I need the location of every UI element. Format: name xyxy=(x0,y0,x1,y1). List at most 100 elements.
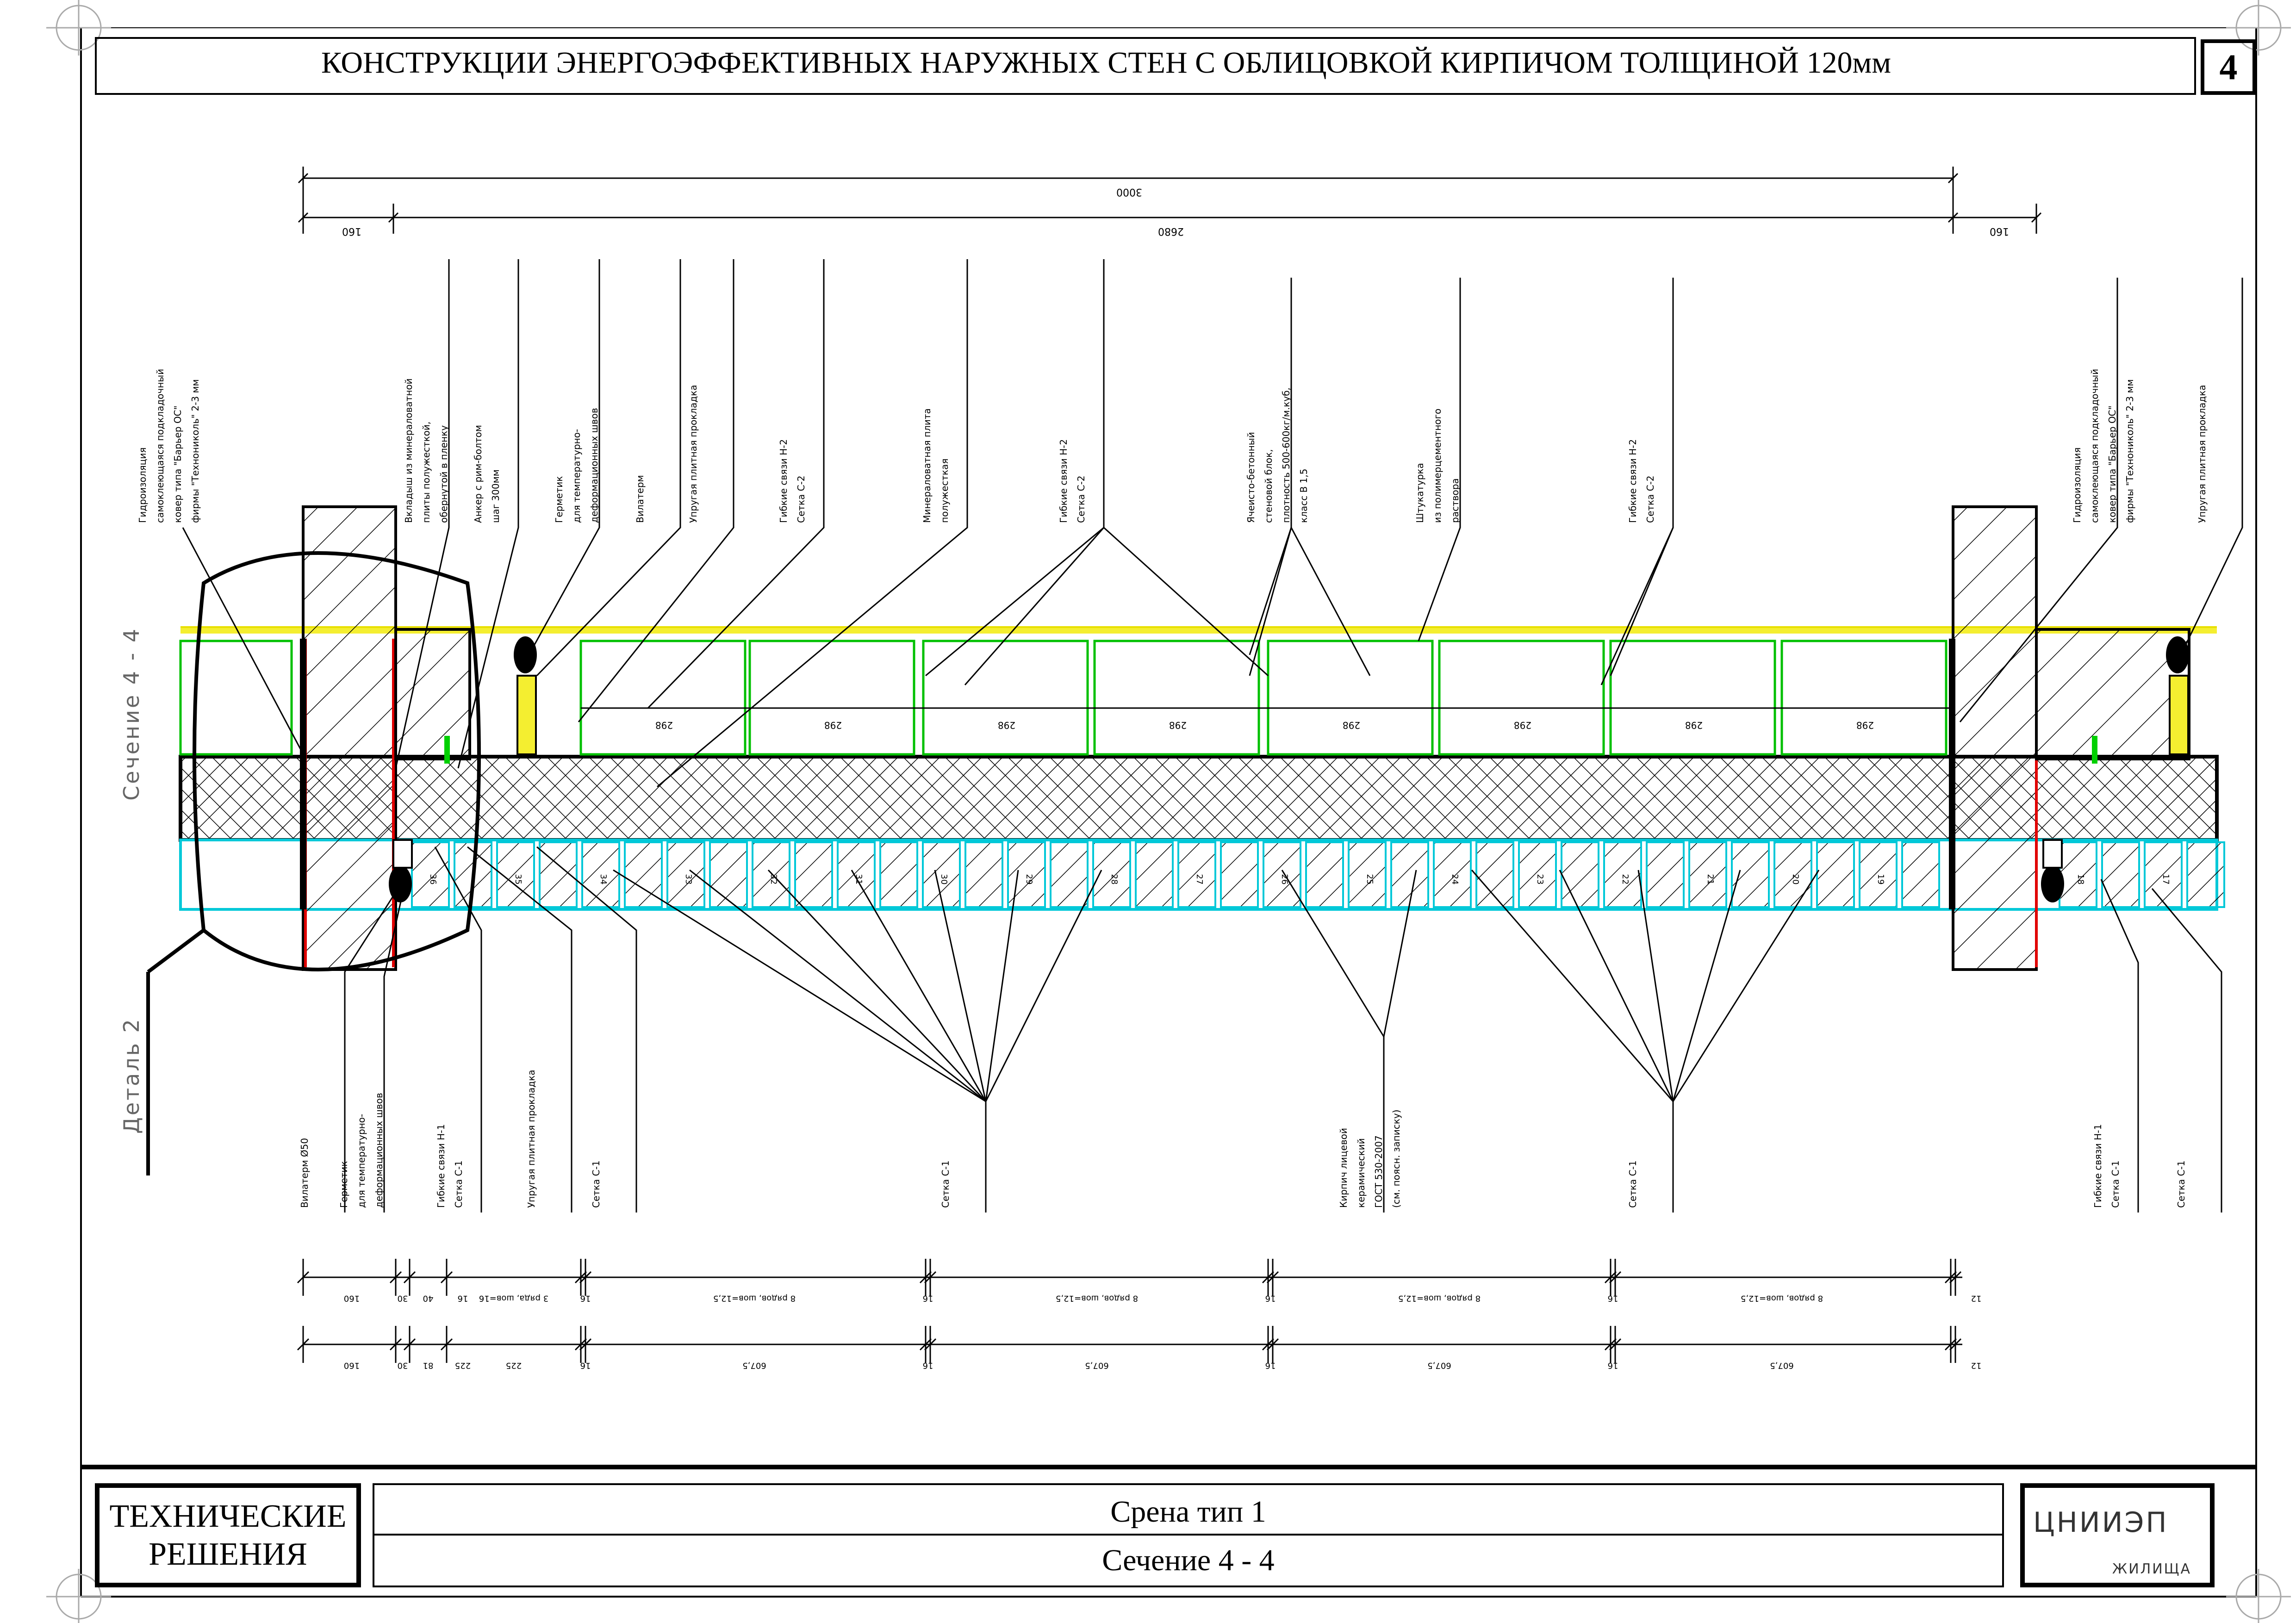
callout-text: Минераловатная плита xyxy=(921,408,933,523)
dim-left: 160 xyxy=(342,225,361,237)
brick-number: 17 xyxy=(2161,874,2171,885)
brick xyxy=(411,841,450,908)
leader-lines xyxy=(182,259,2243,1213)
leader-bottom xyxy=(383,893,404,1213)
organization-subtitle: ЖИЛИЩА xyxy=(2112,1561,2191,1577)
callout-text: самоклеющаяся подкладочный xyxy=(2089,369,2100,523)
dim-label: 30 xyxy=(398,1293,408,1303)
leader-bottom xyxy=(344,888,399,1213)
dim-slash xyxy=(574,1338,587,1351)
aerated-block xyxy=(922,640,1089,756)
brick-number: 19 xyxy=(1876,874,1885,885)
dim-slash xyxy=(297,1338,310,1351)
callout-text: Сетка С-1 xyxy=(940,1160,951,1208)
callout-text: Сетка С-2 xyxy=(1645,475,1656,523)
callout-text: класс В 1,5 xyxy=(1298,469,1309,523)
dim-label: 160 xyxy=(344,1361,360,1370)
leader-fan xyxy=(1290,527,1371,676)
dim-slash xyxy=(297,1271,310,1284)
stamp-category-line1: ТЕХНИЧЕСКИЕ xyxy=(109,1498,347,1534)
dim-slash xyxy=(1609,1338,1622,1351)
callout-text: Упругая плитная прокладка xyxy=(526,1070,537,1208)
dim-slash xyxy=(1949,1271,1962,1284)
dim-slash xyxy=(440,1271,453,1284)
title-bar xyxy=(95,37,2196,95)
brick-number: 25 xyxy=(1365,874,1375,885)
block-dim-label: 298 xyxy=(1343,720,1360,731)
dim-slash xyxy=(1266,1338,1279,1351)
leader-fan xyxy=(925,527,1104,677)
dim-label: 607,5 xyxy=(1770,1361,1794,1370)
leader-bottom xyxy=(536,846,637,1213)
callout-text: Вкладыш из минераловатной xyxy=(403,378,414,523)
brick xyxy=(837,841,876,908)
leader-fan xyxy=(934,870,987,1102)
brick xyxy=(794,841,833,908)
leader-fan xyxy=(851,870,987,1102)
dim-label: 16 xyxy=(580,1361,591,1370)
brick-number: 34 xyxy=(598,874,608,885)
top-dimension-text: 3000 2680 160 160 xyxy=(342,186,2009,237)
callout-text: Упругая плитная прокладка xyxy=(688,385,699,523)
dim-label: 3 ряда, шов=16 xyxy=(479,1293,548,1303)
page-title: КОНСТРУКЦИИ ЭНЕРГОЭФФЕКТИВНЫХ НАРУЖНЫХ С… xyxy=(321,46,1891,80)
brick-number: 23 xyxy=(1535,874,1545,885)
leader-top xyxy=(395,259,450,769)
leader-fan xyxy=(1610,527,1674,676)
brick xyxy=(1688,841,1727,908)
dim-slash xyxy=(919,1338,932,1351)
callout-text: Сетка С-2 xyxy=(1076,475,1087,523)
callout-text: Сетка С-2 xyxy=(796,475,807,523)
brick-number: 33 xyxy=(684,874,693,885)
leader-fan xyxy=(1281,870,1385,1037)
callout-text: плиты полужесткой, xyxy=(421,422,432,523)
dim-slash xyxy=(579,1271,592,1284)
callout-text: Вилатерм Ø50 xyxy=(299,1138,310,1208)
brick xyxy=(879,841,918,908)
dim-label: 81 xyxy=(423,1361,434,1370)
brick xyxy=(752,841,790,908)
organization-name: ЦНИИЭП xyxy=(2033,1506,2169,1539)
stamp-description: Срена тип 1 Сечение 4 - 4 xyxy=(373,1483,2004,1587)
leader-fan xyxy=(1249,527,1292,676)
brick xyxy=(1816,841,1855,908)
dim-label: 12 xyxy=(1971,1361,1982,1370)
dim-label: 16 xyxy=(1608,1293,1618,1303)
stamp-wall-type: Срена тип 1 xyxy=(1110,1495,1266,1529)
dim-slash xyxy=(1944,1271,1957,1284)
leader-top xyxy=(578,259,734,722)
dim-inner: 2680 xyxy=(1158,225,1184,237)
dim-label: 607,5 xyxy=(1427,1361,1451,1370)
dim-slash xyxy=(919,1271,932,1284)
leader-fan xyxy=(1672,870,1741,1102)
leader-bottom xyxy=(434,846,482,1213)
brick-number: 27 xyxy=(1195,874,1204,885)
callout-text: Сетка С-1 xyxy=(591,1160,602,1208)
block-dim-label: 298 xyxy=(1169,720,1187,731)
brick-number: 26 xyxy=(1280,874,1289,885)
dim-right: 160 xyxy=(1990,225,2009,237)
brick xyxy=(1518,841,1557,908)
aerated-block xyxy=(579,640,747,756)
callout-text: Сетка С-1 xyxy=(2110,1160,2121,1208)
leader-top xyxy=(1959,278,2118,722)
right-column xyxy=(1949,505,2190,971)
plaster-layer xyxy=(180,627,2217,634)
dim-label: 8 рядов, шов=12,5 xyxy=(1741,1293,1823,1303)
leader-top xyxy=(182,527,302,750)
brick xyxy=(2101,841,2140,908)
callout-text: Гибкие связи Н-2 xyxy=(1627,439,1638,523)
callout-text: обернутой в пленку xyxy=(438,425,449,523)
leader-fan xyxy=(689,869,986,1102)
leader-fan xyxy=(1672,870,1820,1102)
dim-slash xyxy=(403,1271,416,1284)
leader-fan xyxy=(767,869,987,1102)
callout-text: Вилатерм xyxy=(635,475,646,523)
dim-label: 8 рядов, шов=12,5 xyxy=(713,1293,796,1303)
leader-top xyxy=(457,259,519,769)
dim-slash xyxy=(389,1271,402,1284)
aerated-block xyxy=(1267,640,1434,756)
